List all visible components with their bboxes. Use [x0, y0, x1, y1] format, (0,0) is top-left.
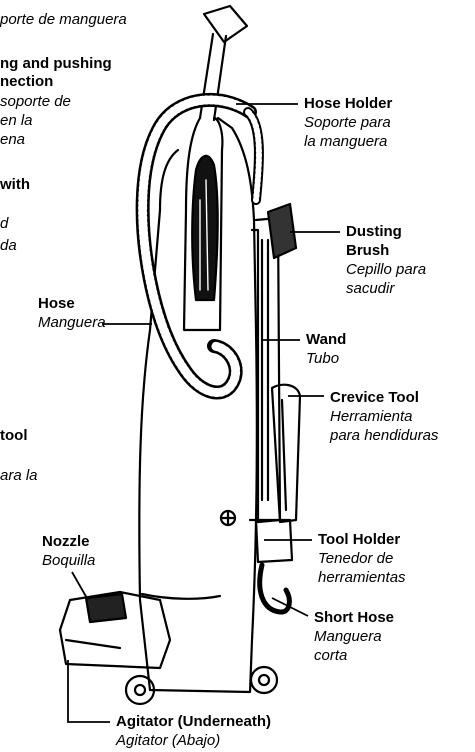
- wheel-rear: [251, 667, 277, 693]
- crevice-tool-es1: Herramienta: [330, 407, 438, 426]
- nozzle-es: Boquilla: [42, 551, 95, 570]
- label-hose: Hose Manguera: [38, 294, 106, 332]
- leader-agitator: [68, 660, 110, 722]
- with-fragment: with: [0, 175, 30, 194]
- nozzle-en: Nozzle: [42, 532, 95, 551]
- label-nozzle: Nozzle Boquilla: [42, 532, 95, 570]
- hose-en: Hose: [38, 294, 106, 313]
- dusting-brush-en2: Brush: [346, 241, 426, 260]
- hose-holder-en: Hose Holder: [304, 94, 392, 113]
- label-hose-holder: Hose Holder Soporte para la manguera: [304, 94, 392, 151]
- hose-holder-es1: Soporte para: [304, 113, 392, 132]
- wand-en: Wand: [306, 330, 346, 349]
- tool-holder-shape: [256, 520, 292, 562]
- agitator-es: Agitator (Abajo): [116, 731, 271, 750]
- short-hose-en: Short Hose: [314, 608, 394, 627]
- leader-nozzle: [72, 572, 88, 600]
- bag-window: [192, 156, 218, 300]
- ara-la-fragment: ara la: [0, 466, 38, 485]
- hose-holder-es2: la manguera: [304, 132, 392, 151]
- pulling-spanish-line3: ena: [0, 130, 25, 149]
- dusting-brush-es1: Cepillo para: [346, 260, 426, 279]
- label-short-hose: Short Hose Manguera corta: [314, 608, 394, 665]
- short-hose-es2: corta: [314, 646, 394, 665]
- dusting-brush-shape: [268, 204, 296, 258]
- pulling-instruction-line2: nection: [0, 72, 53, 91]
- label-tool-holder: Tool Holder Tenedor de herramientas: [318, 530, 406, 587]
- da-fragment: da: [0, 236, 17, 255]
- crevice-tool-es2: para hendiduras: [330, 426, 438, 445]
- d-fragment: d: [0, 214, 8, 233]
- tool-holder-es1: Tenedor de: [318, 549, 406, 568]
- label-agitator: Agitator (Underneath) Agitator (Abajo): [116, 712, 271, 750]
- label-wand: Wand Tubo: [306, 330, 346, 368]
- label-dusting-brush: Dusting Brush Cepillo para sacudir: [346, 222, 426, 298]
- short-hose-es1: Manguera: [314, 627, 394, 646]
- dusting-brush-es2: sacudir: [346, 279, 426, 298]
- hose-clip-spanish-fragment: porte de manguera: [0, 10, 127, 29]
- tool-holder-en: Tool Holder: [318, 530, 406, 549]
- agitator-en: Agitator (Underneath): [116, 712, 271, 731]
- pulling-spanish-line2: en la: [0, 111, 33, 130]
- crevice-tool-en: Crevice Tool: [330, 388, 438, 407]
- tool-holder-es2: herramientas: [318, 568, 406, 587]
- pulling-instruction-line1: ng and pushing: [0, 54, 112, 73]
- tool-fragment: tool: [0, 426, 28, 445]
- hose-es: Manguera: [38, 313, 106, 332]
- pulling-spanish-line1: soporte de: [0, 92, 71, 111]
- wand-es: Tubo: [306, 349, 346, 368]
- dusting-brush-en1: Dusting: [346, 222, 426, 241]
- label-crevice-tool: Crevice Tool Herramienta para hendiduras: [330, 388, 438, 445]
